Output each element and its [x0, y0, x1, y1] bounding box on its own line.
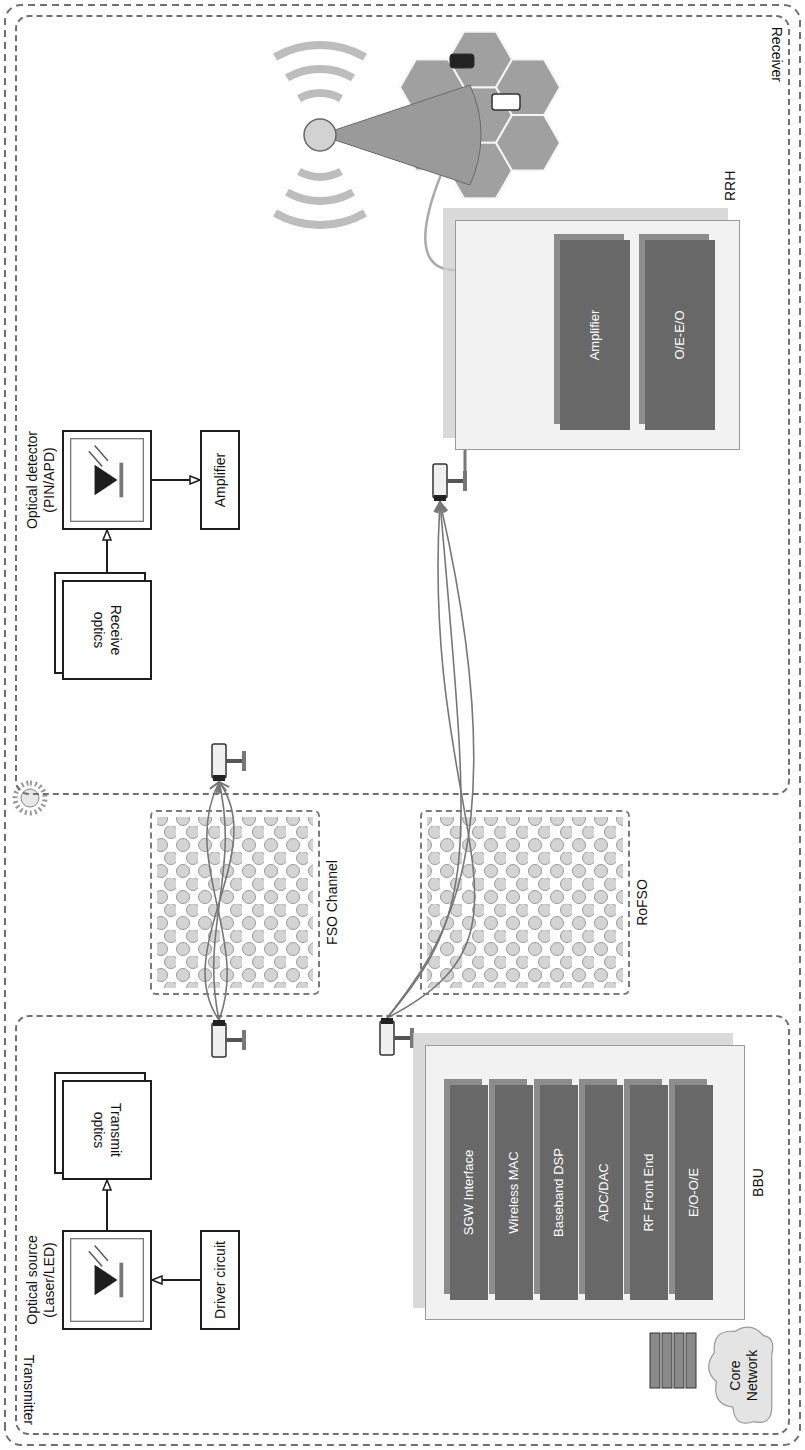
node-label: Transmit optics — [90, 1088, 124, 1172]
drawing-part — [387, 502, 474, 1018]
radio-wave — [287, 192, 353, 201]
telescope-mount — [464, 450, 467, 474]
radio-wave — [299, 93, 341, 99]
server-icon — [650, 1333, 696, 1388]
layer-bar: Baseband DSP — [540, 1085, 578, 1300]
node-label: Amplifier — [212, 453, 229, 507]
rrh-unit: AmplifierO/E-E/ORRH — [455, 220, 740, 450]
layer-bar: Wireless MAC — [495, 1085, 533, 1300]
layer-bar: RF Front End — [630, 1085, 668, 1300]
receive-telescope — [212, 744, 246, 781]
layer-bar: ADC/DAC — [585, 1085, 623, 1300]
amplifier-box: Amplifier — [200, 430, 240, 530]
flow-arrow — [152, 1279, 200, 1281]
light-ray — [95, 1245, 108, 1260]
phone-icon — [450, 54, 474, 68]
receiver-region: Receive optics Optical detector (PIN/APD)… — [15, 15, 790, 795]
light-ray — [89, 1251, 102, 1266]
transmit-telescope — [212, 1020, 246, 1057]
inner-frame — [71, 1239, 144, 1322]
flow-arrow — [106, 1180, 108, 1230]
diode-symbol — [64, 1232, 150, 1328]
node-label: FSO Channel — [324, 812, 341, 993]
flow-arrow — [106, 530, 108, 580]
diode-symbol — [64, 432, 150, 528]
node-label: Wireless MAC — [506, 1151, 522, 1233]
node-label: E/O-O/E — [686, 1168, 702, 1217]
channel-region: RoFSO — [420, 810, 630, 995]
inner-frame — [71, 439, 144, 522]
radio-wave — [275, 45, 365, 57]
outer-border — [5, 5, 800, 1445]
channel-region: FSO Channel — [150, 810, 320, 995]
phone-icon — [492, 94, 520, 110]
node-label: Core Network — [727, 1333, 761, 1418]
layer-bar: O/E-E/O — [645, 240, 715, 430]
fso-beams — [205, 782, 234, 1020]
antenna-cable — [425, 165, 455, 270]
diode-triangle — [95, 465, 118, 496]
node-label: RF Front End — [641, 1153, 657, 1231]
drawing-part — [207, 782, 227, 1020]
drawing-part — [662, 1333, 672, 1388]
drawing-part — [15, 783, 45, 813]
node-label: ADC/DAC — [596, 1163, 612, 1222]
cloud-shape — [709, 1327, 773, 1423]
antenna-sphere — [304, 119, 336, 151]
radio-wave — [287, 69, 353, 78]
layer-bar: Amplifier — [560, 240, 630, 430]
optical-source-box: Optical source (Laser/LED) — [62, 1230, 152, 1330]
radio-wave — [299, 171, 341, 177]
node-label: RRH — [722, 171, 739, 201]
layer-bar: E/O-O/E — [675, 1085, 713, 1300]
drawing-part — [21, 789, 39, 807]
flow-arrow — [152, 479, 200, 481]
drawing-part — [650, 1333, 660, 1388]
driver-box: Driver circuit — [200, 1230, 240, 1330]
diode-bar — [119, 1263, 123, 1298]
radio-wave — [275, 213, 365, 225]
node-label: Optical detector (PIN/APD) — [24, 405, 58, 555]
node-label: Driver circuit — [212, 1241, 229, 1319]
light-ray — [95, 445, 108, 460]
optics-box: Receive optics — [62, 580, 152, 680]
transmitter-region: Optical source (Laser/LED) Driver circuit… — [15, 1015, 790, 1435]
node-label: Baseband DSP — [551, 1148, 567, 1237]
drawing-part — [214, 782, 226, 1020]
diode-triangle — [95, 1265, 118, 1296]
node-label: O/E-E/O — [672, 310, 688, 359]
drawing-part — [674, 1333, 684, 1388]
antenna-cone — [320, 85, 481, 185]
optical-detector-box: Optical detector (PIN/APD) — [62, 430, 152, 530]
drawing-part — [387, 502, 475, 1018]
node-label: BBU — [750, 1046, 767, 1319]
drawing-part — [212, 744, 246, 781]
node-label: SGW Interface — [461, 1150, 477, 1235]
node-label: Optical source (Laser/LED) — [24, 1205, 58, 1355]
node-label: RoFSO — [634, 812, 651, 993]
fso-clouds — [157, 817, 313, 988]
rofso-beams — [387, 502, 475, 1018]
rrh-telescope — [433, 464, 467, 501]
core-network-cloud: Core Network — [700, 1323, 782, 1428]
node-label: Amplifier — [587, 310, 603, 361]
node-label: Transmitter — [20, 1355, 37, 1425]
bbu-unit: SGW Interface Wireless MAC Baseband DSP ADC… — [425, 1045, 745, 1320]
node-label: Receive optics — [90, 588, 124, 672]
sun-icon — [15, 783, 45, 813]
optics-box: Transmit optics — [62, 1080, 152, 1180]
cell-hexagon — [496, 115, 560, 170]
drawing-part — [686, 1333, 696, 1388]
drawing-part — [205, 782, 234, 1020]
bbu-telescope — [380, 1018, 414, 1055]
layer-bar: SGW Interface — [450, 1085, 488, 1300]
drawing-part — [433, 464, 467, 501]
light-ray — [89, 451, 102, 466]
drawing-part — [387, 502, 461, 1018]
diode-bar — [119, 463, 123, 498]
node-label: Receiver — [768, 27, 785, 82]
